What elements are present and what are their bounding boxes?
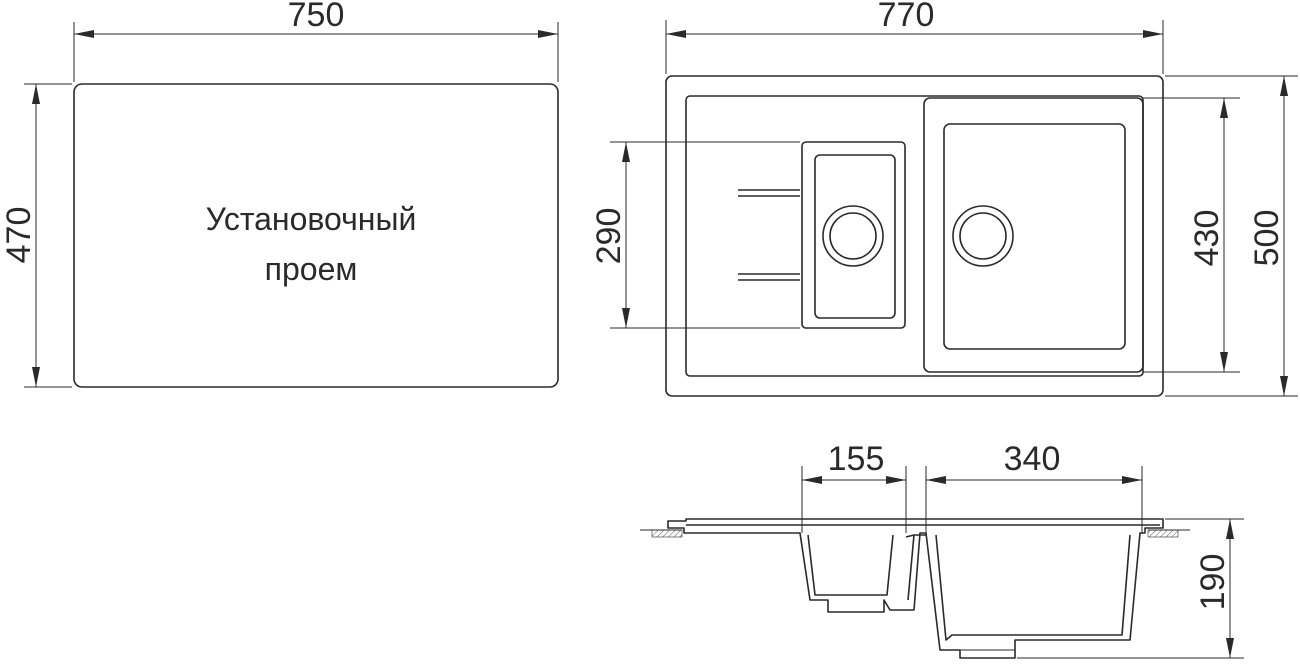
main-bowl-width-dimension: 340 <box>925 440 1143 533</box>
sink-outer-rim <box>665 75 1164 397</box>
sink-profile-outer <box>667 518 1164 659</box>
cutout-height-value: 470 <box>0 207 38 264</box>
sink-height-value: 500 <box>1248 210 1286 267</box>
main-bowl-height-dimension: 430 <box>1143 97 1240 373</box>
small-bowl-height-dimension: 290 <box>590 141 738 329</box>
cutout-width-dimension: 750 <box>73 0 559 82</box>
drainboard-ribs <box>738 141 800 329</box>
main-bowl-inner <box>943 123 1126 350</box>
countertop-hatch-right <box>1147 529 1179 538</box>
main-bowl-height-value: 430 <box>1188 210 1226 267</box>
sink-inner-rim <box>685 95 1144 377</box>
cutout-label-line1: Установочный <box>206 201 417 237</box>
main-bowl-drain-outer <box>952 205 1014 267</box>
cutout-height-dimension: 470 <box>0 83 72 388</box>
sink-width-dimension: 770 <box>665 0 1164 74</box>
cutout-outline <box>73 83 559 388</box>
small-bowl-outer <box>801 141 906 329</box>
small-bowl-drain-outer <box>822 205 884 267</box>
sink-top-view: 770 290 430 500 <box>590 0 1298 397</box>
sink-width-value: 770 <box>878 0 935 34</box>
cutout-width-value: 750 <box>288 0 345 34</box>
small-bowl-height-value: 290 <box>590 208 628 265</box>
sink-depth-value: 190 <box>1194 554 1232 611</box>
small-bowl-width-dimension: 155 <box>801 440 907 533</box>
small-bowl-drain-inner <box>829 212 877 260</box>
sink-profile-inner <box>686 524 1160 641</box>
cutout-drawing: Установочный проем 750 470 <box>0 0 559 388</box>
small-bowl-inner <box>814 154 896 319</box>
main-bowl-outer <box>923 97 1144 373</box>
sink-height-dimension: 500 <box>1165 75 1298 397</box>
sink-depth-dimension: 190 <box>1017 518 1244 659</box>
main-bowl-drain-inner <box>959 212 1007 260</box>
countertop-hatch-left <box>651 529 683 538</box>
cutout-label-line2: проем <box>265 251 358 287</box>
sink-section-view: 155 340 190 <box>640 440 1244 659</box>
small-bowl-width-value: 155 <box>828 440 885 478</box>
main-bowl-width-value: 340 <box>1004 440 1061 478</box>
